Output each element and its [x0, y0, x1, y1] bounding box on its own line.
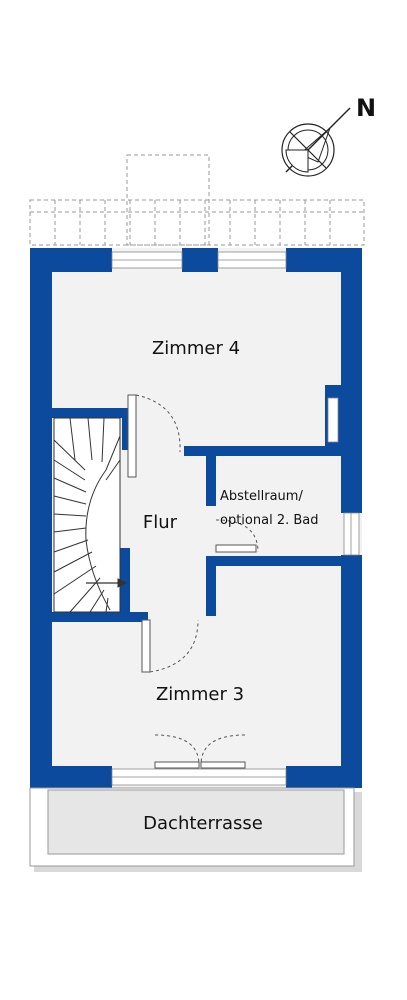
room-label-flur: Flur — [143, 512, 178, 533]
compass-letter: N — [356, 94, 376, 122]
roof-outline — [29, 154, 365, 246]
room-label-zimmer4: Zimmer 4 — [152, 338, 240, 359]
wall-niche — [327, 397, 339, 443]
staircase — [53, 417, 128, 613]
room-label-abstellraum: Abstellraum/ — [220, 489, 303, 504]
compass-icon — [281, 107, 351, 177]
doors — [127, 394, 259, 769]
terrace — [29, 787, 355, 867]
room-label-zimmer3: Zimmer 3 — [156, 684, 244, 705]
windows — [111, 251, 360, 786]
room-label-abstellraum-optional: optional 2. Bad — [220, 513, 319, 528]
room-label-dachterrasse: Dachterrasse — [143, 813, 263, 834]
exterior-walls — [30, 248, 362, 788]
